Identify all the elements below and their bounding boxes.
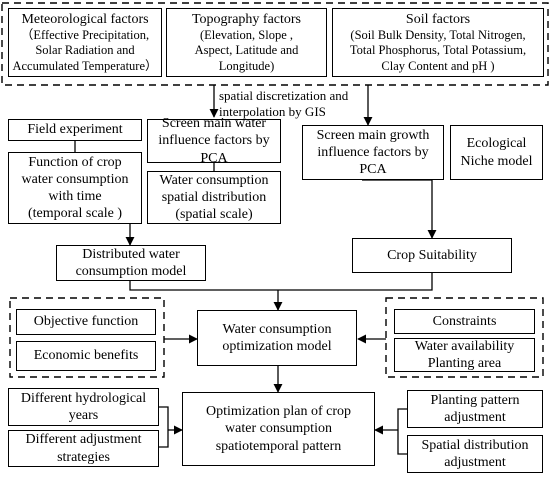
soil-line-1: (Soil Bulk Density, Total Nitrogen, (350, 28, 526, 43)
meteorological-line-1: （Effective Precipitation, (20, 28, 150, 43)
connector-left-scenarios (159, 406, 169, 448)
topography-line-2: Aspect, Latitude and (194, 43, 299, 58)
meteorological-line-3: Accumulated Temperature） (12, 58, 158, 73)
niche-line-1: Ecological (466, 136, 527, 152)
optimization-model-box: Water consumption optimization model (197, 310, 357, 366)
water-availability-line-1: Water availability (414, 338, 515, 354)
screen-water-line-2: influence factors by (158, 133, 270, 149)
constraints-label: Constraints (432, 313, 497, 329)
spatial-adjustment-box: Spatial distribution adjustment (407, 435, 543, 473)
economic-benefits-box: Economic benefits (16, 341, 156, 371)
planting-pattern-line-1: Planting pattern (430, 392, 520, 408)
optimization-model-line-1: Water consumption (222, 321, 332, 337)
spatial-adjustment-line-1: Spatial distribution (421, 437, 529, 453)
topography-line-3: Longitude) (218, 58, 275, 73)
meteorological-factors-box: Meteorological factors （Effective Precip… (8, 8, 162, 77)
distributed-line-2: consumption model (75, 264, 187, 279)
water-availability-box: Water availability Planting area (394, 338, 535, 372)
economic-benefits-label: Economic benefits (33, 348, 139, 364)
crop-suitability-label: Crop Suitability (387, 247, 477, 263)
soil-line-3: Clay Content and pH ) (381, 58, 495, 73)
spatial-adjustment-line-2: adjustment (444, 455, 506, 470)
topography-factors-box: Topography factors (Elevation, Slope , A… (166, 8, 327, 77)
screen-water-line-1: Screen main water (161, 116, 267, 132)
hydrological-line-2: years (68, 408, 99, 423)
screen-growth-line-1: Screen main growth (316, 127, 430, 143)
screen-water-factors-box: Screen main water influence factors by P… (147, 116, 281, 166)
function-line-1: Function of crop (28, 154, 122, 170)
function-line-4: (temporal scale ) (27, 206, 123, 222)
spatial-distribution-box: Water consumption spatial distribution (… (147, 171, 281, 224)
plan-line-2: water consumption (225, 421, 332, 437)
spatial-line-2: spatial distribution (161, 189, 267, 205)
topography-title: Topography factors (191, 12, 302, 28)
distributed-line-1: Distributed water (82, 246, 180, 262)
screen-growth-factors-box: Screen main growth influence factors by … (302, 125, 444, 180)
soil-line-2: Total Phosphorus, Total Potassium, (349, 43, 527, 58)
planting-pattern-line-2: adjustment (444, 410, 506, 425)
function-line-3: with time (48, 189, 102, 204)
objective-function-box: Objective function (16, 309, 156, 335)
screen-water-line-3: PCA (200, 150, 228, 166)
water-availability-line-2: Planting area (427, 356, 502, 371)
objective-function-label: Objective function (33, 314, 139, 330)
adjustment-strategies-box: Different adjustment strategies (8, 430, 159, 467)
hydrological-line-1: Different hydrological (20, 390, 147, 406)
factors-group-dashed (1, 2, 549, 86)
objective-group-dashed (9, 297, 165, 378)
field-experiment-box: Field experiment (8, 119, 142, 141)
strategies-line-1: Different adjustment (25, 432, 142, 448)
meteorological-title: Meteorological factors (21, 12, 149, 28)
soil-factors-box: Soil factors (Soil Bulk Density, Total N… (332, 8, 544, 77)
crop-suitability-box: Crop Suitability (352, 238, 512, 273)
screen-growth-line-3: PCA (359, 162, 387, 178)
connector-right-adjustments (397, 408, 407, 455)
spatial-line-1: Water consumption (159, 172, 269, 188)
strategies-line-2: strategies (57, 449, 110, 465)
screen-growth-line-2: influence factors by (317, 144, 429, 160)
niche-model-box: Ecological Niche model (450, 125, 543, 180)
niche-line-2: Niche model (460, 153, 533, 169)
water-function-box: Function of crop water consumption with … (8, 152, 142, 224)
topography-line-1: (Elevation, Slope , (199, 28, 294, 43)
plan-line-1: Optimization plan of crop (205, 404, 352, 420)
optimization-plan-box: Optimization plan of crop water consumpt… (182, 392, 375, 466)
spatial-line-3: (spatial scale) (175, 207, 253, 223)
function-line-2: water consumption (21, 171, 129, 187)
optimization-model-line-2: optimization model (222, 339, 332, 354)
constraints-box: Constraints (394, 309, 535, 334)
constraints-group-dashed (385, 297, 544, 378)
hydrological-years-box: Different hydrological years (8, 388, 159, 426)
plan-line-3: spatiotemporal pattern (215, 438, 342, 454)
connector-models-to-optimization (129, 273, 433, 291)
planting-pattern-box: Planting pattern adjustment (407, 390, 543, 428)
gis-label-line-1: spatial discretization and (219, 88, 349, 103)
gis-label-line-2: interpolation by GIS (219, 103, 326, 119)
field-experiment-label: Field experiment (27, 122, 123, 138)
gis-label: spatial discretization and interpolation… (219, 88, 349, 120)
soil-title: Soil factors (405, 12, 471, 28)
distributed-model-box: Distributed water consumption model (56, 245, 206, 281)
meteorological-line-2: Solar Radiation and (35, 43, 135, 58)
